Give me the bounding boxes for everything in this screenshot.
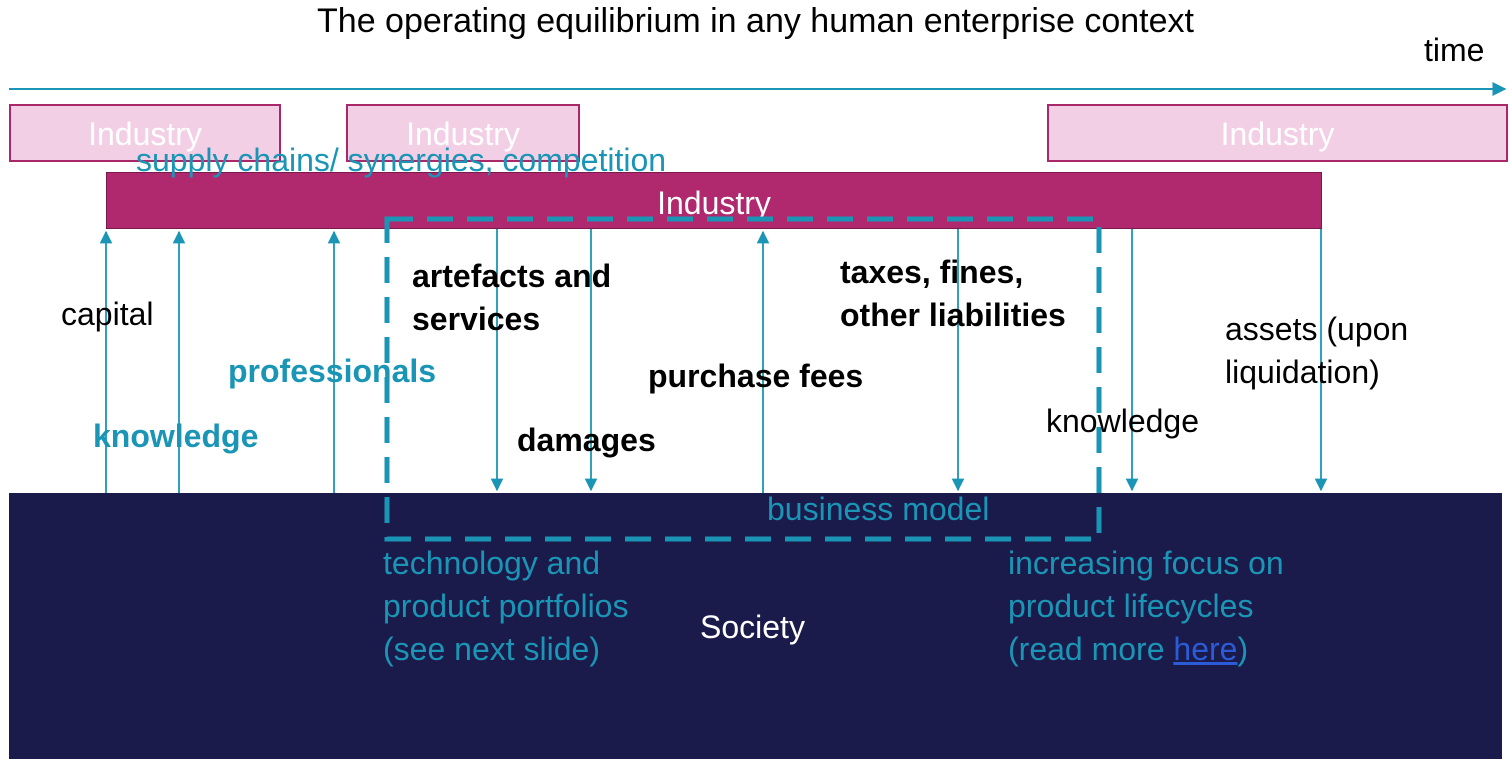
industry-box-3: Industry [1047,104,1508,162]
purchase-fees-label: purchase fees [648,358,864,394]
business-model-dashed-box [384,216,1102,542]
capital-label: capital [61,296,154,332]
technology-line2: product portfolios [383,588,629,624]
industry-box-1: Industry [9,104,281,162]
diagram-title: The operating equilibrium in any human e… [317,2,1194,40]
lifecycle-line1: increasing focus on [1008,545,1284,581]
lifecycle-suffix: ) [1237,631,1249,667]
taxes-label-line1: taxes, fines, [840,254,1024,290]
business-model-label: business model [767,491,990,527]
technology-line1: technology and [383,545,601,581]
industry-box-2: Industry [346,104,580,162]
lifecycle-line2: product lifecycles [1008,588,1254,624]
lifecycle-line3: (read more here) [1008,631,1248,668]
professionals-label: professionals [228,353,437,389]
artefacts-label-line1: artefacts and [412,258,612,294]
read-more-link[interactable]: here [1173,631,1238,667]
supply-chains-label: supply chains/ synergies, competition [136,142,667,178]
assets-label-line2: liquidation) [1225,354,1380,390]
lifecycle-prefix: (read more [1008,631,1174,667]
knowledge-down-label: knowledge [1046,403,1199,439]
technology-line3: (see next slide) [383,631,600,667]
society-label: Society [700,609,805,645]
artefacts-label-line2: services [412,301,541,337]
time-axis-label: time [1424,32,1485,68]
assets-label-line1: assets (upon [1225,311,1409,347]
knowledge-up-label: knowledge [93,418,259,454]
damages-label: damages [517,422,656,458]
taxes-label-line2: other liabilities [840,297,1066,333]
